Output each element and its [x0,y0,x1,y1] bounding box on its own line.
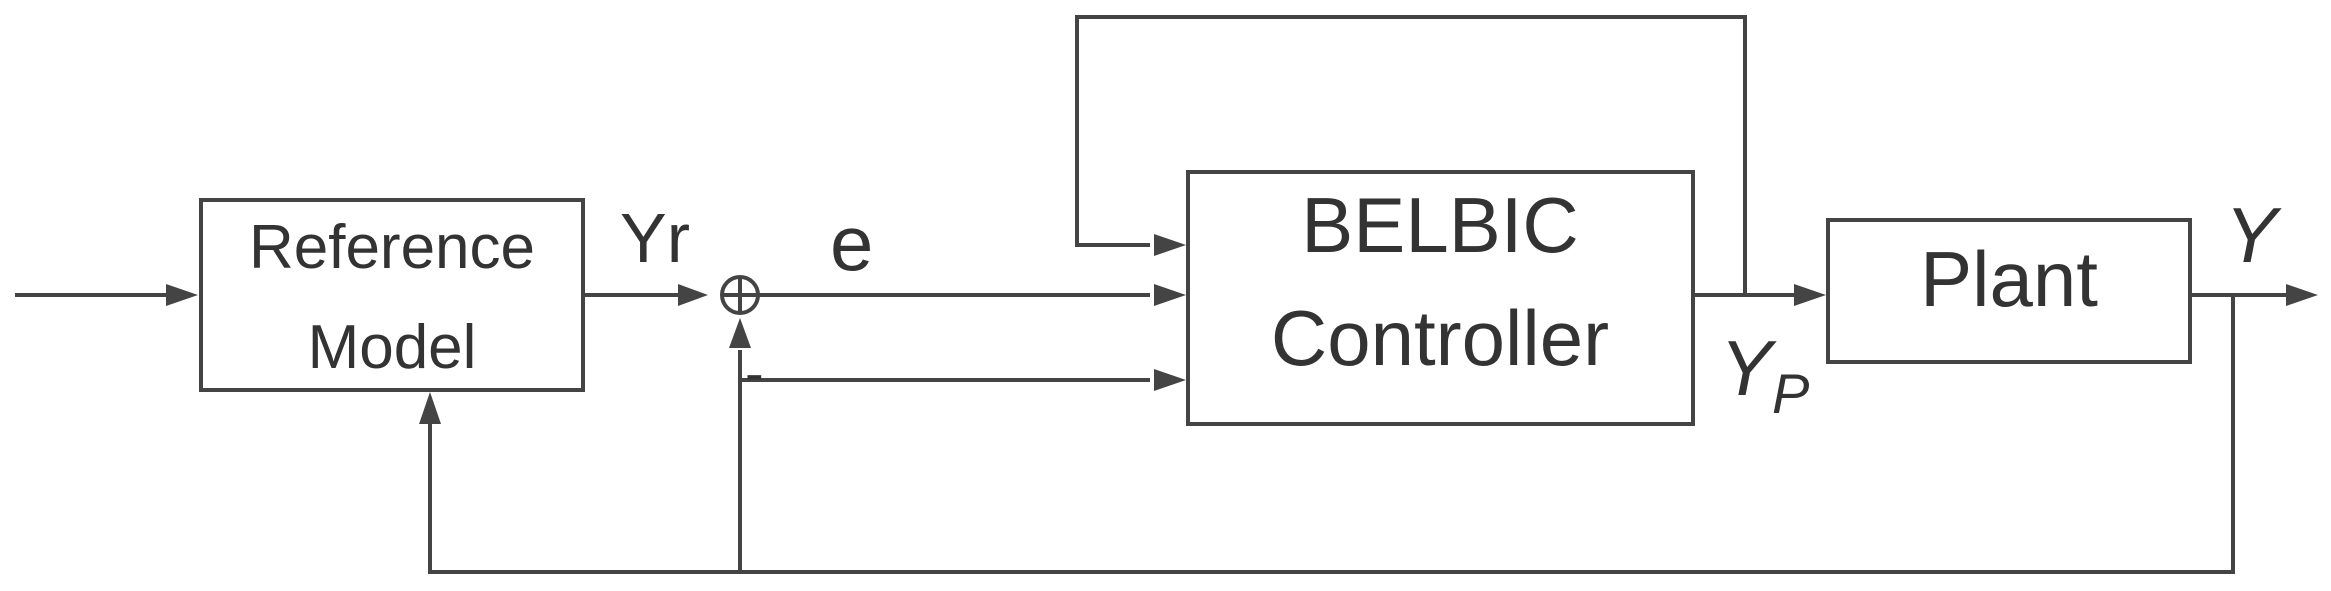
top-feedback-wire [1075,15,1747,295]
yr-label: Yr [620,199,690,277]
error-label: e [830,199,873,287]
belbic-label-line1: BELBIC [1301,181,1578,269]
input-arrow [166,284,198,306]
yp-label-main: Y [1720,324,1777,412]
minus-label: - [745,341,764,404]
top-feedback-arrow [1154,234,1186,256]
plant-label: Plant [1920,235,2098,323]
controller-label-line2: Controller [1271,294,1609,382]
output-y-label: Y [2225,191,2282,279]
e-arrow [1154,284,1186,306]
reference-model-block [199,198,585,392]
yr-arrow [678,284,708,306]
plant-block [1826,218,2192,364]
bottom-feedback-wire [428,295,2235,574]
summing-junction [720,275,760,315]
output-arrow [2286,284,2318,306]
minus-arrow [1154,369,1186,391]
summing-feedback-arrow [729,318,751,348]
yp-label: YP [1720,324,1809,425]
yp-label-subscript: P [1772,362,1809,425]
belbic-controller-block [1186,170,1695,426]
reference-model-label-line1: Reference [249,213,535,282]
reference-model-label-line2: Model [308,313,477,382]
reference-feedback-arrow [419,392,441,424]
yp-arrow [1794,284,1826,306]
